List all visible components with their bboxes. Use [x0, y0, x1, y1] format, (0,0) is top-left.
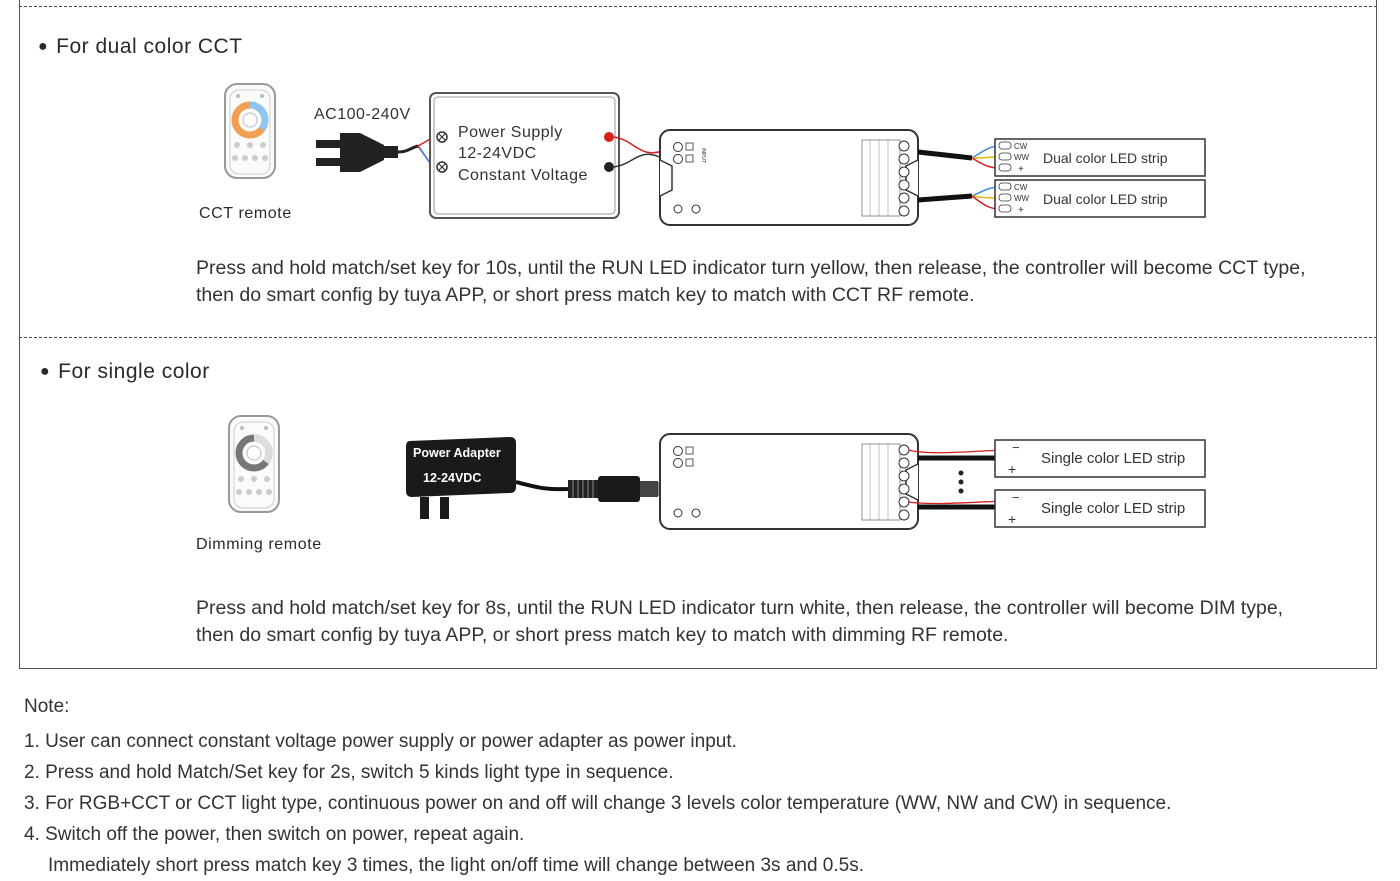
single-color-strip-2: − + Single color LED strip	[994, 489, 1206, 528]
top-divider	[19, 6, 1377, 7]
svg-text:−: −	[1012, 490, 1020, 505]
section-title-cct: ● For dual color CCT	[38, 35, 243, 59]
note-item: 4. Switch off the power, then switch on …	[24, 824, 525, 845]
cct-remote-icon	[224, 83, 276, 179]
power-supply-line1: Power Supply	[458, 124, 563, 141]
controller-box-cct: INPUT	[659, 129, 919, 226]
adapter-voltage: 12-24VDC	[423, 471, 481, 485]
diagram-frame	[19, 0, 1377, 669]
power-supply-line2: 12-24VDC	[458, 145, 537, 162]
section-title-cct-text: For dual color CCT	[56, 35, 243, 58]
dc-connector-icon	[568, 476, 669, 502]
single-strip-label-1: Single color LED strip	[1041, 450, 1185, 467]
svg-text:CW: CW	[1014, 142, 1028, 151]
dimming-remote-caption: Dimming remote	[196, 536, 322, 553]
strip-label-2: Dual color LED strip	[1043, 191, 1168, 207]
strip-label-1: Dual color LED strip	[1043, 150, 1168, 166]
note-item: 1. User can connect constant voltage pow…	[24, 731, 737, 752]
section-title-single-text: For single color	[58, 360, 210, 383]
section-title-single: ● For single color	[40, 360, 210, 384]
note-item: 3. For RGB+CCT or CCT light type, contin…	[24, 793, 1172, 814]
ac-plug-icon	[316, 133, 419, 172]
power-supply-line3: Constant Voltage	[458, 167, 588, 184]
bullet-icon: ●	[40, 363, 51, 380]
single-wiring-diagram: Power Adapter 12-24VDC	[228, 415, 1206, 530]
single-strip-label-2: Single color LED strip	[1041, 500, 1185, 517]
cct-instructions: Press and hold match/set key for 10s, un…	[196, 255, 1316, 309]
bullet-icon: ●	[38, 38, 49, 55]
cct-wiring-diagram: AC100-240V Power Supply 12-24VDC Constan…	[224, 83, 1206, 226]
controller-box-single	[659, 433, 919, 530]
notes-heading: Note:	[24, 696, 70, 717]
single-color-strip-1: − + Single color LED strip	[994, 439, 1206, 478]
single-instructions: Press and hold match/set key for 8s, unt…	[196, 595, 1316, 649]
dual-color-strip-2: CW WW + Dual color LED strip	[994, 179, 1206, 218]
cct-instruction-line1: Press and hold match/set key for 10s, un…	[196, 257, 1306, 279]
cct-remote-caption: CCT remote	[199, 205, 292, 222]
svg-text:+: +	[1008, 511, 1016, 527]
ellipsis-dot	[958, 470, 964, 476]
svg-text:−: −	[1012, 440, 1020, 455]
svg-text:WW: WW	[1014, 194, 1030, 203]
dual-color-strip-1: CW WW + Dual color LED strip	[994, 138, 1206, 177]
svg-text:+: +	[1018, 205, 1024, 216]
svg-text:+: +	[1018, 164, 1024, 175]
note-item: 2. Press and hold Match/Set key for 2s, …	[24, 762, 674, 783]
adapter-label: Power Adapter	[413, 446, 501, 460]
svg-text:WW: WW	[1014, 153, 1030, 162]
ellipsis-dot	[958, 479, 964, 485]
ac-voltage-label: AC100-240V	[314, 106, 411, 123]
section-divider	[19, 337, 1377, 338]
note-continuation: Immediately short press match key 3 time…	[48, 855, 864, 876]
dimming-remote-icon	[228, 415, 280, 513]
power-adapter-icon: Power Adapter 12-24VDC	[406, 437, 516, 519]
power-supply-box	[429, 92, 620, 219]
svg-text:INPUT: INPUT	[700, 148, 706, 163]
svg-text:CW: CW	[1014, 183, 1028, 192]
cct-instruction-line2: then do smart config by tuya APP, or sho…	[196, 284, 975, 306]
ellipsis-dot	[958, 488, 964, 494]
single-instruction-line2: then do smart config by tuya APP, or sho…	[196, 624, 1009, 646]
single-instruction-line1: Press and hold match/set key for 8s, unt…	[196, 597, 1284, 619]
svg-text:+: +	[1008, 461, 1016, 477]
notes-list: 1. User can connect constant voltage pow…	[24, 726, 1171, 881]
